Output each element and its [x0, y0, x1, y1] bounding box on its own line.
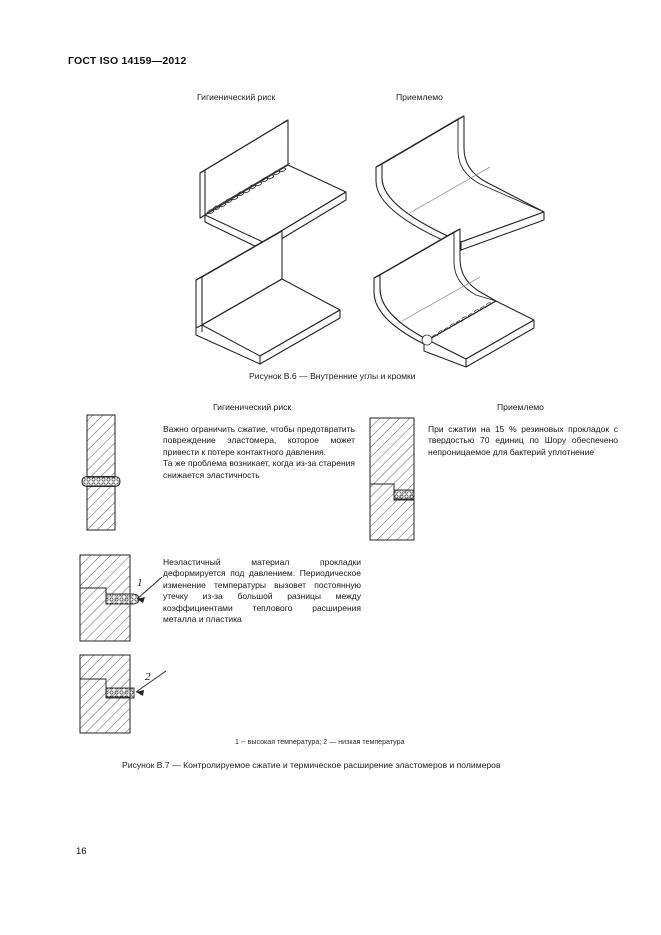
drawing-section-gasket-in-groove — [364, 414, 434, 544]
drawing-radiused-corner-with-lip — [368, 228, 548, 368]
drawing-sharp-internal-corner — [178, 230, 358, 365]
figure-b7-left-column-label: Гигиенический риск — [213, 402, 292, 412]
figure-b7-left-text-block-2: Неэластичный материал прокладки деформир… — [163, 557, 361, 625]
drawing-radiused-internal-corner — [368, 112, 548, 255]
drawing-welded-sharp-internal-corner — [178, 112, 358, 251]
drawing-section-gasket-high-temperature — [74, 552, 184, 644]
document-header-standard-number: ГОСТ ISO 14159—2012 — [68, 55, 187, 67]
figure-b7-key: 1 -- высокая температура; 2 — низкая тем… — [235, 738, 405, 746]
figure-b6-right-column-label: Приемлемо — [396, 92, 443, 102]
figure-b6-left-column-label: Гигиенический риск — [197, 92, 276, 102]
figure-b7-callout-1: 1 — [137, 577, 143, 589]
drawing-section-compressed-gasket — [76, 412, 136, 532]
figure-b7-right-column-label: Приемлемо — [497, 402, 544, 412]
figure-b7-left-text-1b: Та же проблема возникает, когда из-за ст… — [163, 458, 355, 480]
figure-b7-caption: Рисунок B.7 — Контролируемое сжатие и те… — [122, 760, 501, 770]
figure-b7-left-text-block-1: Важно ограничить сжатие, чтобы предотвра… — [163, 424, 355, 481]
figure-b7-right-text-block-1: При сжатии на 15 % резиновых прокладок с… — [428, 424, 618, 458]
figure-b7-callout-2: 2 — [145, 671, 151, 683]
page-number: 16 — [76, 846, 87, 857]
figure-b7-left-text-1: Важно ограничить сжатие, чтобы предотвра… — [163, 424, 355, 457]
figure-b6-caption: Рисунок B.6 — Внутренние углы и кромки — [249, 371, 416, 381]
figure-b7-left-text-2: Неэластичный материал прокладки деформир… — [163, 557, 361, 625]
drawing-section-gasket-low-temperature — [74, 654, 184, 737]
figure-b7-right-text-1: При сжатии на 15 % резиновых прокладок с… — [428, 424, 618, 457]
